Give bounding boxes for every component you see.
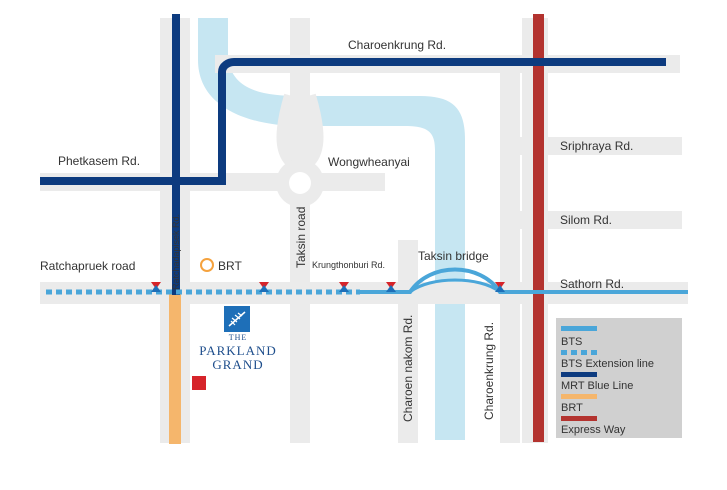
legend-label-bts-extension: BTS Extension line bbox=[561, 358, 654, 370]
label-taksin-road: Taksin road bbox=[294, 206, 308, 268]
label-sriphraya: Sriphraya Rd. bbox=[560, 139, 634, 153]
label-charoen-nakom: Charoen nakom Rd. bbox=[401, 314, 415, 422]
bts-line bbox=[360, 267, 688, 294]
legend-swatch-bts bbox=[561, 326, 597, 331]
parkland-leaf-logo-icon bbox=[224, 306, 250, 332]
bts-station-icon[interactable] bbox=[495, 282, 505, 292]
legend-swatch-brt bbox=[561, 394, 597, 399]
bts-station-icon[interactable] bbox=[259, 282, 269, 292]
road-charoenkrung-vertical bbox=[500, 70, 520, 443]
express-way-line bbox=[533, 14, 544, 442]
mrt-blue-line bbox=[40, 58, 666, 185]
label-silom: Silom Rd. bbox=[560, 213, 613, 227]
label-phetkasem: Phetkasem Rd. bbox=[58, 154, 141, 168]
legend-label-brt: BRT bbox=[561, 402, 583, 414]
label-ratchapruek: Ratchapruek road bbox=[40, 259, 136, 273]
roundabout-island bbox=[289, 172, 311, 194]
road-taksin bbox=[290, 18, 310, 443]
brt-stop-icon[interactable] bbox=[200, 258, 214, 272]
taksin-road-curve-right bbox=[300, 93, 324, 166]
legend-label-mrt: MRT Blue Line bbox=[561, 380, 634, 392]
label-charoenkrung-top: Charoenkrung Rd. bbox=[348, 38, 447, 52]
legend-swatch-mrt bbox=[561, 372, 597, 377]
label-brt-marker: BRT bbox=[218, 259, 242, 273]
chao-phraya-river bbox=[198, 18, 465, 440]
legend-label-bts: BTS bbox=[561, 336, 583, 348]
taksin-bridge-arc bbox=[409, 278, 501, 294]
label-charoenkrung-vertical: Charoenkrung Rd. bbox=[482, 321, 496, 420]
map-legend: BTS BTS Extension line MRT Blue Line BRT… bbox=[556, 318, 682, 438]
parkland-grand-logo[interactable]: THE PARKLAND GRAND bbox=[188, 306, 288, 372]
brt-line bbox=[169, 292, 181, 444]
brand-line-1: THE bbox=[228, 333, 248, 342]
bts-station-icon[interactable] bbox=[386, 282, 396, 292]
bts-station-icon[interactable] bbox=[151, 282, 161, 292]
label-krungthonburi: Krungthonburi Rd. bbox=[312, 260, 386, 270]
legend-label-express: Express Way bbox=[561, 424, 626, 436]
brand-line-3: GRAND bbox=[212, 357, 264, 372]
taksin-road-curve bbox=[276, 93, 300, 166]
bts-station-icon[interactable] bbox=[339, 282, 349, 292]
legend-swatch-bts-extension bbox=[561, 350, 597, 355]
developer-badge-icon bbox=[192, 376, 206, 390]
label-wongwheanyai: Wongwheanyai bbox=[328, 155, 410, 169]
label-sathorn: Sathorn Rd. bbox=[560, 277, 625, 291]
bts-station-icons bbox=[151, 282, 505, 292]
label-taksin-bridge: Taksin bridge bbox=[418, 249, 489, 263]
legend-swatch-express bbox=[561, 416, 597, 421]
brand-line-2: PARKLAND bbox=[199, 343, 277, 358]
label-ratchadapisek: Ratchadapisek Rd. bbox=[171, 213, 181, 290]
